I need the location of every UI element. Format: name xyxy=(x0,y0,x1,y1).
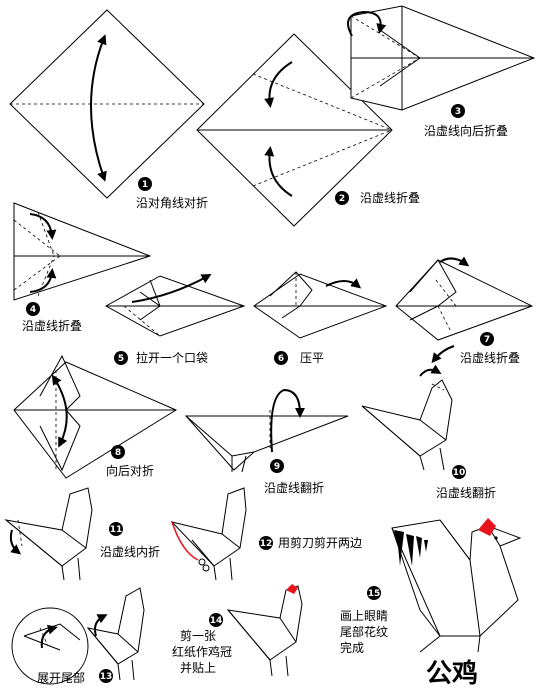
svg-text:向后对折: 向后对折 xyxy=(106,463,154,478)
step-label-4: 4 沿虚线折叠 xyxy=(22,302,82,333)
step-13-figure xyxy=(11,587,145,685)
svg-text:完成: 完成 xyxy=(340,640,364,655)
step-label-5: 5 拉开一个口袋 xyxy=(114,350,208,365)
svg-text:展开尾部: 展开尾部 xyxy=(37,670,85,685)
step-label-7: 7 沿虚线折叠 xyxy=(460,332,520,365)
eye xyxy=(494,536,498,540)
svg-text:压平: 压平 xyxy=(300,351,324,365)
step-label-14: 14 剪一张 红纸作鸡冠 并贴上 xyxy=(172,613,232,675)
step-label-10: 10 沿虚线翻折 xyxy=(436,465,496,500)
step-12-figure xyxy=(170,487,247,581)
svg-text:红纸作鸡冠: 红纸作鸡冠 xyxy=(172,644,232,659)
svg-text:12: 12 xyxy=(260,539,273,549)
svg-text:沿虚线翻折: 沿虚线翻折 xyxy=(264,480,324,495)
step-7-figure xyxy=(395,256,534,364)
svg-text:画上眼睛: 画上眼睛 xyxy=(340,609,388,623)
step-10-figure xyxy=(361,364,453,471)
diagram-title: 公鸡 xyxy=(426,658,478,689)
svg-text:14: 14 xyxy=(210,616,223,626)
step-label-13: 展开尾部 13 xyxy=(37,669,113,685)
svg-text:4: 4 xyxy=(30,305,36,315)
step-label-9: 9 沿虚线翻折 xyxy=(264,459,324,495)
svg-text:沿虚线折叠: 沿虚线折叠 xyxy=(460,350,520,365)
step-8-figure xyxy=(13,354,178,479)
svg-text:3: 3 xyxy=(455,107,461,117)
svg-text:9: 9 xyxy=(274,462,280,472)
svg-text:尾部花纹: 尾部花纹 xyxy=(340,624,388,639)
step-15-figure xyxy=(391,518,522,653)
svg-text:拉开一个口袋: 拉开一个口袋 xyxy=(136,350,208,365)
step-label-1: 1 沿对角线对折 xyxy=(136,177,208,210)
svg-text:2: 2 xyxy=(339,194,345,204)
step-3-figure xyxy=(347,5,536,111)
svg-text:沿虚线向后折叠: 沿虚线向后折叠 xyxy=(424,123,508,138)
step-label-6: 6 压平 xyxy=(274,351,324,365)
comb-red xyxy=(478,518,496,536)
svg-text:沿虚线翻折: 沿虚线翻折 xyxy=(436,485,496,500)
step-label-12: 12 用剪刀剪开两边 xyxy=(259,535,362,550)
svg-text:沿虚线折叠: 沿虚线折叠 xyxy=(360,190,420,205)
svg-text:15: 15 xyxy=(368,589,381,599)
step-11-figure xyxy=(4,487,93,581)
svg-text:1: 1 xyxy=(142,180,148,190)
step-14-figure xyxy=(226,584,303,677)
svg-text:5: 5 xyxy=(118,354,124,364)
step-label-3: 3 沿虚线向后折叠 xyxy=(424,104,508,138)
svg-text:13: 13 xyxy=(100,672,113,682)
svg-text:沿虚线折叠: 沿虚线折叠 xyxy=(22,318,82,333)
svg-text:沿虚线内折: 沿虚线内折 xyxy=(100,544,160,559)
step-5-figure xyxy=(104,274,246,337)
svg-text:10: 10 xyxy=(453,468,466,478)
svg-text:用剪刀剪开两边: 用剪刀剪开两边 xyxy=(278,535,362,550)
svg-text:沿对角线对折: 沿对角线对折 xyxy=(136,195,208,210)
comb-red xyxy=(286,584,298,594)
step-6-figure xyxy=(253,271,388,339)
svg-text:并贴上: 并贴上 xyxy=(180,661,216,675)
svg-text:6: 6 xyxy=(278,354,284,364)
step-label-15: 15 画上眼睛 尾部花纹 完成 xyxy=(340,586,388,655)
step-9-figure xyxy=(184,388,349,473)
svg-text:7: 7 xyxy=(484,335,490,345)
step-4-figure xyxy=(13,202,152,301)
step-label-11: 11 沿虚线内折 xyxy=(100,522,160,559)
svg-text:11: 11 xyxy=(110,525,123,535)
step-label-2: 2 沿虚线折叠 xyxy=(335,190,420,205)
step-1-figure xyxy=(9,9,205,199)
step-label-8: 8 向后对折 xyxy=(106,445,154,478)
svg-text:8: 8 xyxy=(115,448,121,458)
svg-text:剪一张: 剪一张 xyxy=(180,628,216,643)
